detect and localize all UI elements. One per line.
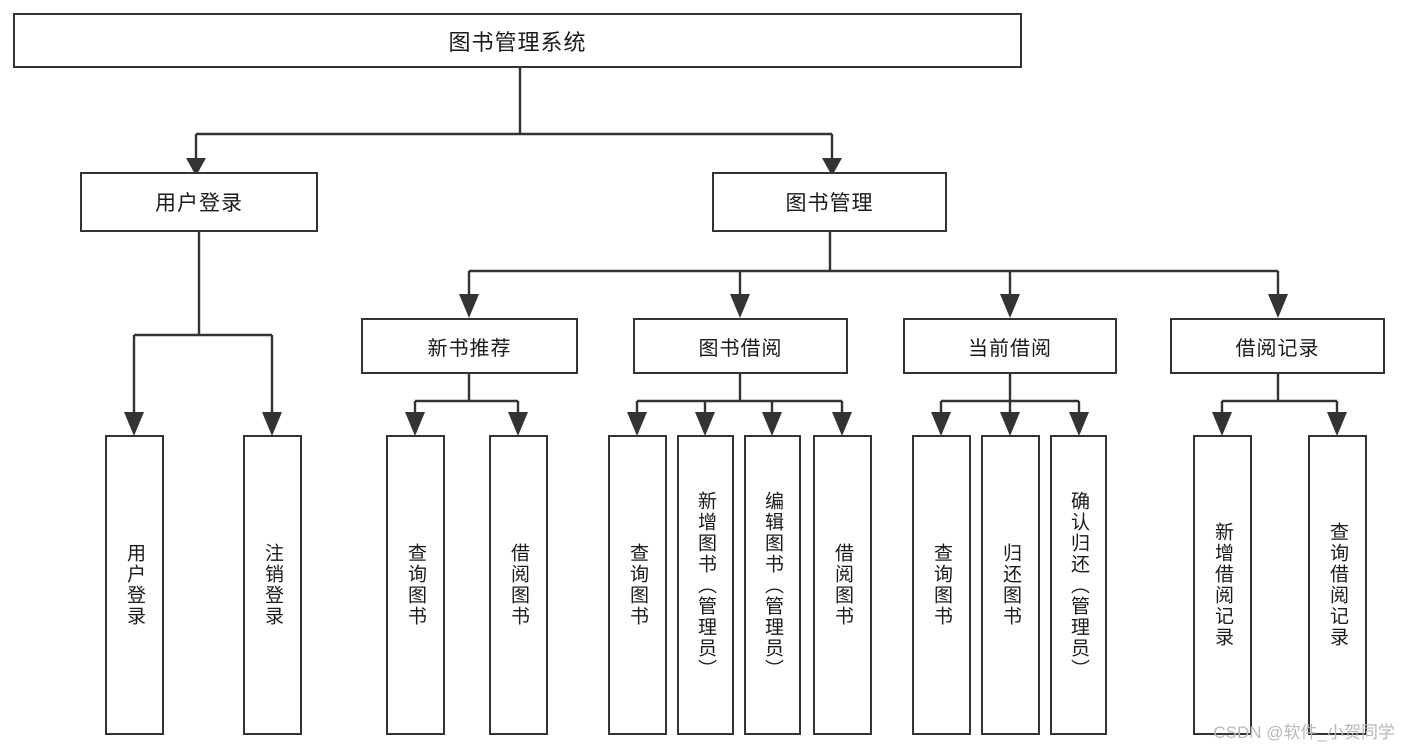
arrowhead-leaf-user-login-1 — [124, 412, 144, 436]
node-new-book-recommend-label: 新书推荐 — [427, 337, 512, 360]
arrowhead-new-book — [459, 294, 479, 318]
leaf-logout-label: 注销登录 — [262, 543, 283, 627]
leaf-logout[interactable]: 注销登录 — [243, 435, 302, 735]
leaf-user-login[interactable]: 用户登录 — [105, 435, 164, 735]
arrowhead-leaf-bb-1 — [627, 412, 647, 436]
arrowhead-leaf-cb-2 — [1000, 412, 1020, 436]
leaf-cb-query-book[interactable]: 查询图书 — [912, 435, 971, 735]
arrowhead-current-borrow — [1000, 294, 1020, 318]
node-user-login[interactable]: 用户登录 — [80, 172, 318, 232]
leaf-br-query-record[interactable]: 查询借阅记录 — [1308, 435, 1367, 735]
arrowhead-leaf-cb-1 — [931, 412, 951, 436]
arrowhead-leaf-bb-4 — [832, 412, 852, 436]
leaf-bb-edit-book-admin[interactable]: 编辑图书（管理员） — [744, 435, 801, 735]
leaf-newbook-query-book-label: 查询图书 — [405, 543, 426, 627]
arrowhead-borrow-record — [1268, 294, 1288, 318]
node-book-management[interactable]: 图书管理 — [712, 172, 947, 232]
leaf-newbook-query-book[interactable]: 查询图书 — [386, 435, 445, 735]
leaf-br-add-record-label: 新增借阅记录 — [1212, 522, 1233, 648]
leaf-cb-confirm-return-admin[interactable]: 确认归还（管理员） — [1050, 435, 1107, 735]
node-borrow-record-label: 借阅记录 — [1235, 337, 1320, 360]
leaf-bb-add-book-admin-label: 新增图书（管理员） — [695, 490, 716, 680]
leaf-bb-edit-book-admin-label: 编辑图书（管理员） — [762, 490, 783, 680]
node-root-label: 图书管理系统 — [448, 29, 587, 55]
node-user-login-label: 用户登录 — [155, 192, 243, 215]
leaf-bb-borrow-book-label: 借阅图书 — [832, 543, 853, 627]
arrowhead-leaf-bb-3 — [762, 412, 782, 436]
arrowhead-leaf-newbook-2 — [508, 412, 528, 436]
node-new-book-recommend[interactable]: 新书推荐 — [361, 318, 578, 374]
leaf-cb-return-book[interactable]: 归还图书 — [981, 435, 1040, 735]
leaf-br-query-record-label: 查询借阅记录 — [1327, 522, 1348, 648]
arrowhead-leaf-newbook-1 — [405, 412, 425, 436]
node-current-borrow[interactable]: 当前借阅 — [903, 318, 1117, 374]
arrowhead-leaf-br-2 — [1327, 412, 1347, 436]
node-book-borrow-label: 图书借阅 — [698, 337, 783, 360]
leaf-cb-query-book-label: 查询图书 — [931, 543, 952, 627]
node-book-management-label: 图书管理 — [785, 192, 874, 215]
node-current-borrow-label: 当前借阅 — [968, 337, 1052, 360]
node-root[interactable]: 图书管理系统 — [13, 13, 1022, 68]
arrowhead-leaf-br-1 — [1212, 412, 1232, 436]
node-borrow-record[interactable]: 借阅记录 — [1170, 318, 1385, 374]
leaf-cb-confirm-return-admin-label: 确认归还（管理员） — [1068, 490, 1089, 680]
leaf-cb-return-book-label: 归还图书 — [1000, 543, 1021, 627]
node-book-borrow[interactable]: 图书借阅 — [633, 318, 848, 374]
arrowhead-leaf-user-login-2 — [262, 412, 282, 436]
leaf-bb-add-book-admin[interactable]: 新增图书（管理员） — [677, 435, 734, 735]
arrowhead-leaf-cb-3 — [1069, 412, 1089, 436]
leaf-user-login-label: 用户登录 — [124, 543, 145, 627]
arrowhead-leaf-bb-2 — [695, 412, 715, 436]
leaf-bb-query-book[interactable]: 查询图书 — [608, 435, 667, 735]
leaf-bb-query-book-label: 查询图书 — [627, 543, 648, 627]
arrowhead-book-borrow — [730, 294, 750, 318]
watermark-text: CSDN @软件_小贺同学 — [1213, 723, 1395, 742]
leaf-newbook-borrow-book-label: 借阅图书 — [508, 543, 529, 627]
leaf-br-add-record[interactable]: 新增借阅记录 — [1193, 435, 1252, 735]
leaf-newbook-borrow-book[interactable]: 借阅图书 — [489, 435, 548, 735]
leaf-bb-borrow-book[interactable]: 借阅图书 — [813, 435, 872, 735]
